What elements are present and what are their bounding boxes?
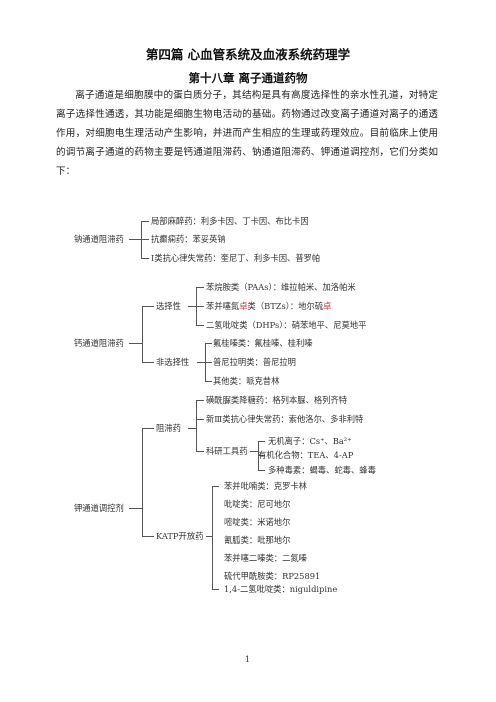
calcium-selective-label: 选择性 <box>156 301 181 311</box>
calcium-tick-nonselective <box>142 362 154 363</box>
calcium-tick-selective <box>142 306 154 307</box>
nonselective-line <box>197 362 205 363</box>
research-tick-1 <box>258 441 265 442</box>
sodium-tick-2 <box>141 239 149 240</box>
research-tick-3 <box>258 470 265 471</box>
selective-tick-3 <box>196 325 204 326</box>
page-number: 1 <box>245 655 251 664</box>
sodium-tick-3 <box>141 258 149 259</box>
selective-item: 苯并噻氮卓类（BTZs）：地尔硫卓 <box>206 300 331 312</box>
openers-line <box>206 536 212 537</box>
sodium-item: Ⅰ类抗心律失常药：奎尼丁、利多卡因、普罗帕 <box>151 253 321 263</box>
openers-item: 苯并吡喃类：克罗卡林 <box>224 481 307 491</box>
openers-item: 硫代甲酰胺类：RP25891 <box>224 571 321 581</box>
selective-line <box>188 306 196 307</box>
openers-item: 1,4-二氢吡啶类：niguldipine <box>224 584 338 594</box>
calcium-nonselective-label: 非选择性 <box>156 357 190 367</box>
selective-item-text: 类（BTZs）：地尔硫 <box>247 301 324 311</box>
blockers-tick-3 <box>196 451 204 452</box>
blockers-tick-2 <box>196 419 204 420</box>
selective-tick-2 <box>196 306 204 307</box>
nonselective-item: 其他类：哌克昔林 <box>213 376 280 386</box>
nonselective-item: 普尼拉明类：普尼拉明 <box>213 357 296 367</box>
research-line <box>250 451 258 452</box>
potassium-root-line <box>129 508 142 509</box>
openers-item: 氰胍类：吡那地尔 <box>224 535 291 545</box>
potassium-tick-blockers <box>142 428 154 429</box>
calcium-root-line <box>129 343 142 344</box>
selective-item-text: 苯并噻氮 <box>206 301 240 311</box>
nonselective-tick-3 <box>205 381 212 382</box>
blockers-line <box>188 428 196 429</box>
sodium-item: 局部麻醉药：利多卡因、丁卡因、布比卡因 <box>151 216 309 226</box>
potassium-tick-openers <box>142 536 154 537</box>
nonselective-item: 氟桂嗪类：氟桂嗪、桂利嗪 <box>213 338 313 348</box>
openers-tick <box>212 486 219 487</box>
research-item: 有机化合物：TEA、4-AP <box>258 450 354 460</box>
blockers-item: 新Ⅲ类抗心律失常药：索他洛尔、多非利特 <box>206 414 364 424</box>
selective-item: 二氢吡啶类（DHPs）：硝苯地平、尼莫地平 <box>206 320 367 330</box>
openers-bracket <box>212 486 213 589</box>
openers-tick <box>212 589 219 590</box>
blockers-item: 磺酰脲类降糖药：格列本脲、格列齐特 <box>206 395 348 405</box>
openers-item: 吡啶类：尼可地尔 <box>224 499 291 509</box>
intro-paragraph: 离子通道是细胞膜中的蛋白质分子，其结构是具有高度选择性的亲水性孔道，对特定离子选… <box>56 90 438 177</box>
nonselective-tick-1 <box>205 343 212 344</box>
katp-openers-label: KATP开放药 <box>156 531 204 541</box>
blockers-tick-1 <box>196 400 204 401</box>
openers-item: 嘧啶类：米诺地尔 <box>224 517 291 527</box>
sodium-root-line <box>129 239 141 240</box>
research-item: 多种毒素：蝎毒、蛇毒、蜂毒 <box>268 465 376 475</box>
calcium-bracket <box>142 306 143 362</box>
research-item: 无机离子：Cs⁺、Ba²⁺ <box>268 436 352 446</box>
selective-item-red: 卓 <box>239 301 248 311</box>
potassium-root: 钾通道调控剂 <box>74 503 124 513</box>
calcium-root: 钙通道阻滞药 <box>74 338 124 348</box>
selective-tick-1 <box>196 287 204 288</box>
selective-item-red: 卓 <box>323 301 332 311</box>
sodium-item: 抗癫痫药：苯妥英钠 <box>151 234 226 244</box>
openers-item: 苯并噻二嗪类：二氮嗪 <box>224 553 307 563</box>
sodium-root: 钠通道阻滞药 <box>74 234 124 244</box>
blockers-label: 阻滞药 <box>156 423 181 433</box>
chapter-title: 第十八章 离子通道药物 <box>188 71 308 85</box>
part-title: 第四篇 心血管系统及血液系统药理学 <box>145 47 351 62</box>
nonselective-tick-2 <box>205 362 212 363</box>
research-tools-label: 科研工具药 <box>206 446 248 456</box>
blockers-bracket <box>196 400 197 451</box>
selective-item: 苯烷胺类（PAAs）：维拉帕米、加洛帕米 <box>206 282 356 292</box>
sodium-tick-1 <box>141 221 149 222</box>
research-tick-2 <box>258 455 265 456</box>
potassium-bracket <box>142 428 143 536</box>
